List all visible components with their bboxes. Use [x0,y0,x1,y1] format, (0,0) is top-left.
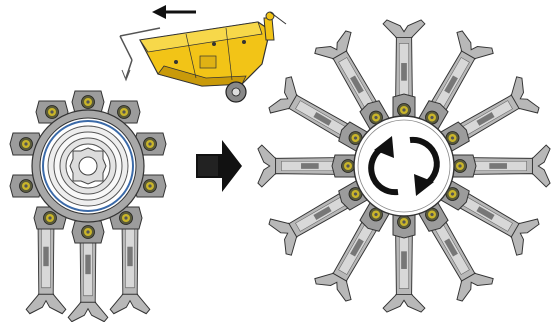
transition-arrow-icon [196,140,242,192]
implement-machine-icon [120,5,286,102]
rotor-folded-icon [10,91,166,322]
rotor-deployed-icon [258,20,550,312]
arrow-left-icon [152,5,196,19]
